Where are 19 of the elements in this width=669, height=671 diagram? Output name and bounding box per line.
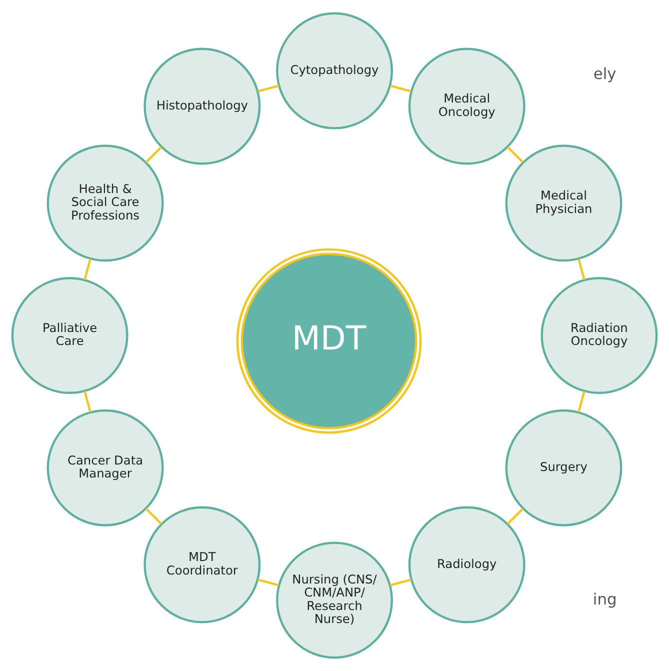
connector [145, 508, 162, 525]
connector [84, 258, 92, 280]
label: ing [592, 590, 617, 608]
node-circle: Cytopathology [276, 12, 393, 130]
connector [390, 84, 412, 92]
connector [145, 146, 162, 164]
label: ely [593, 65, 616, 84]
node-circle: MDT [236, 248, 422, 434]
node-circle: Radiation Oncology [540, 277, 658, 394]
connector [258, 578, 280, 586]
connector [258, 84, 280, 92]
connector [506, 146, 524, 164]
connector [578, 390, 586, 412]
connector [506, 508, 524, 525]
connector [84, 390, 92, 412]
node-circle: Palliative Care [11, 277, 128, 394]
connector [578, 258, 586, 280]
connector [390, 578, 412, 586]
node-circle: Nursing (CNS/ CNM/ANP/ Research Nurse) [276, 542, 393, 659]
